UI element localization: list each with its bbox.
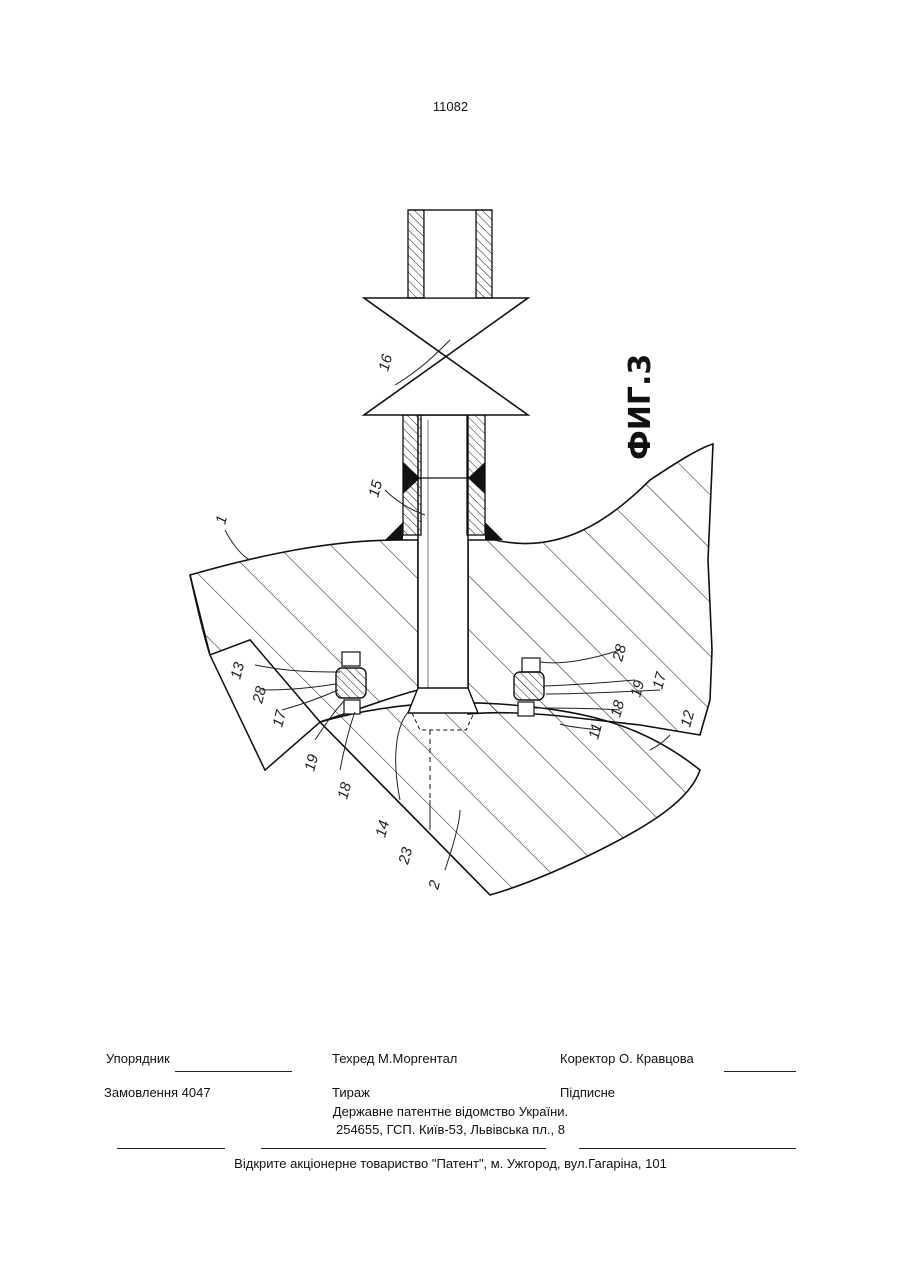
patent-drawing: 16 15 1 13 28 17 19 18 14 23 2 28 17 19 … xyxy=(0,0,901,1000)
corrector: Коректор О. Кравцова xyxy=(560,1051,694,1066)
label-18-left: 18 xyxy=(334,780,355,801)
body-2 xyxy=(320,703,700,895)
separator-line-right xyxy=(579,1148,796,1149)
order-number: Замовлення 4047 xyxy=(104,1085,211,1100)
weld xyxy=(485,522,503,540)
body-1 xyxy=(190,540,418,722)
compiler-label: Упорядник xyxy=(106,1051,170,1066)
label-23: 23 xyxy=(395,845,416,867)
subscription: Підписне xyxy=(560,1085,615,1100)
top-pipe-left xyxy=(408,210,424,298)
label-15: 15 xyxy=(365,478,386,499)
label-16: 16 xyxy=(375,352,396,373)
label-19-left: 19 xyxy=(301,752,322,773)
office-line-1: Державне патентне відомство України. xyxy=(0,1104,901,1119)
body-1-right xyxy=(468,444,713,735)
top-pipe-bore xyxy=(424,210,476,298)
rod-head xyxy=(408,688,478,713)
label-2: 2 xyxy=(425,878,444,892)
compiler-line xyxy=(175,1071,292,1072)
separator-line-mid xyxy=(261,1148,546,1149)
separator-line-left xyxy=(117,1148,225,1149)
label-1: 1 xyxy=(212,514,231,526)
tech-editor: Техред М.Моргентал xyxy=(332,1051,457,1066)
corrector-line xyxy=(724,1071,796,1072)
printer-line: Відкрите акціонерне товариство "Патент",… xyxy=(0,1156,901,1171)
circulation: Тираж xyxy=(332,1085,370,1100)
central-rod xyxy=(418,415,468,690)
figure-title: ФИГ.3 xyxy=(623,354,658,460)
weld xyxy=(385,522,403,540)
label-14: 14 xyxy=(372,819,393,840)
top-pipe-right xyxy=(476,210,492,298)
office-line-2: 254655, ГСП. Київ-53, Львівська пл., 8 xyxy=(0,1122,901,1137)
